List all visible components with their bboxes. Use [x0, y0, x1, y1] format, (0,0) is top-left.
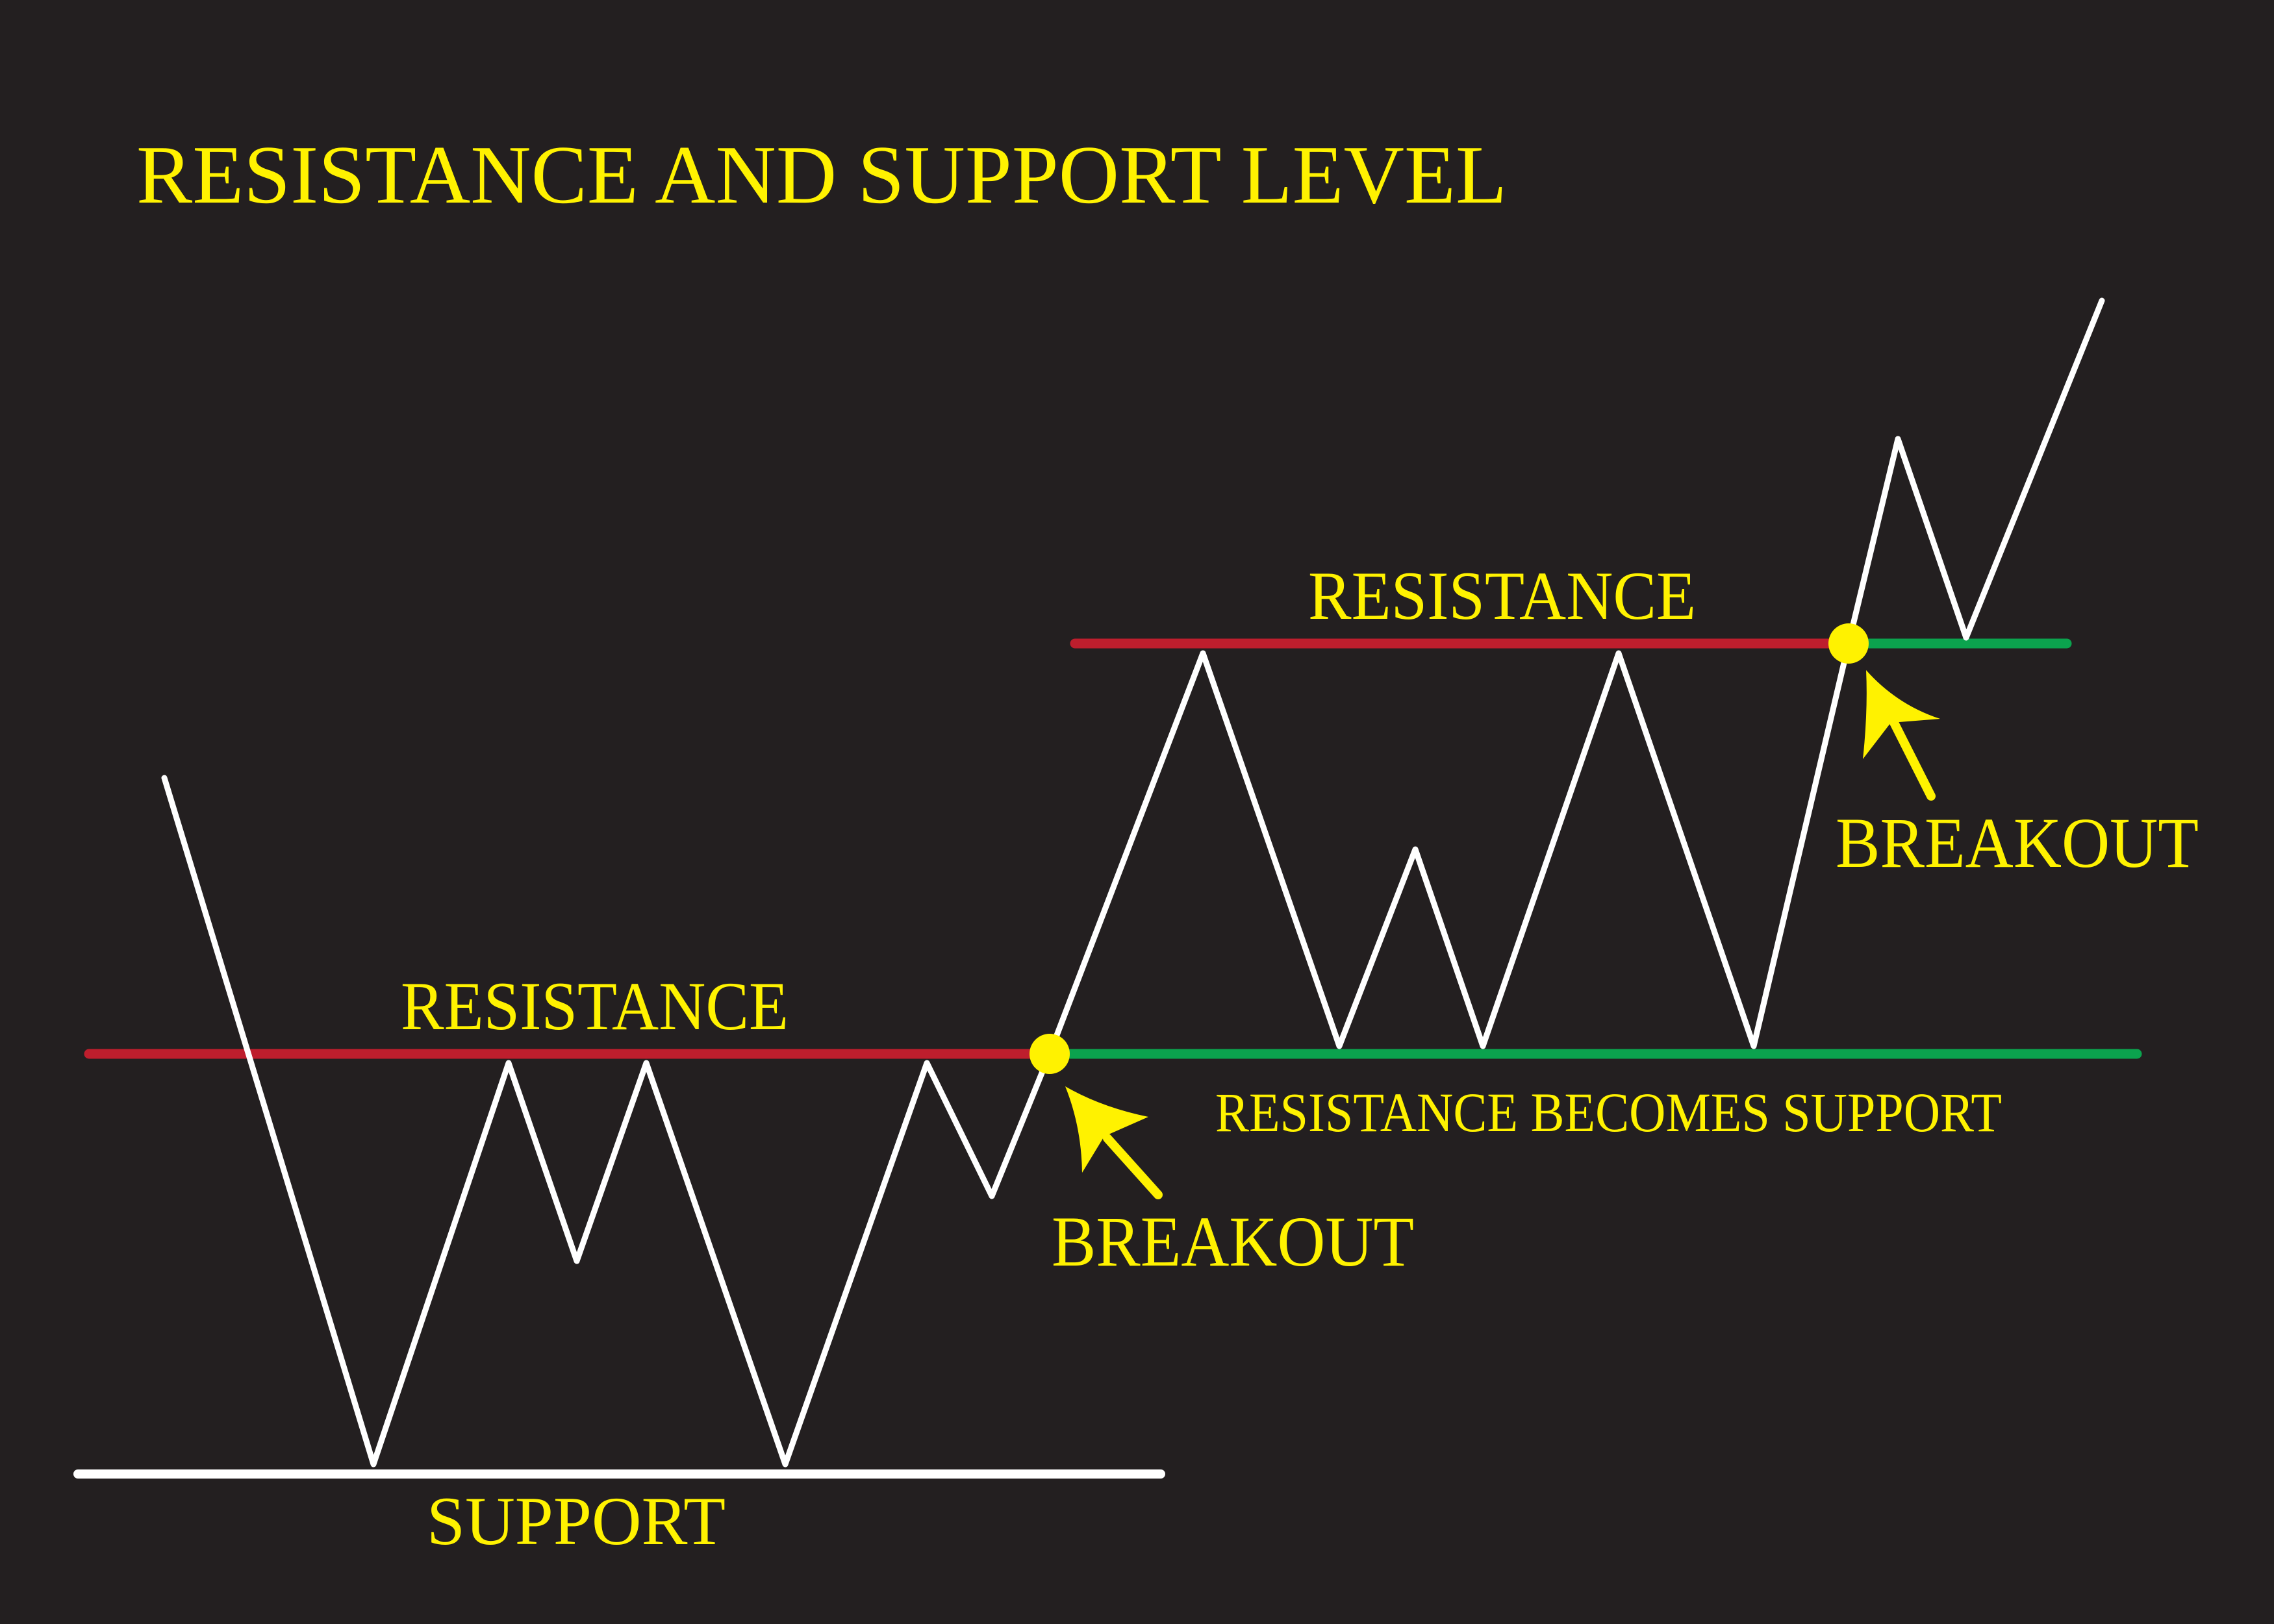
breakout-marker-upper — [1828, 623, 1869, 664]
resistance-becomes-support-label: RESISTANCE BECOMES SUPPORT — [1215, 1081, 2002, 1143]
chart-title: RESISTANCE AND SUPPORT LEVEL — [136, 129, 1507, 221]
resistance-label-upper: RESISTANCE — [1308, 558, 1696, 634]
breakout-marker-lower — [1030, 1034, 1070, 1074]
support-label: SUPPORT — [427, 1483, 726, 1559]
resistance-label-lower: RESISTANCE — [401, 968, 789, 1044]
breakout-label-lower: BREAKOUT — [1052, 1202, 1414, 1281]
breakout-label-upper: BREAKOUT — [1836, 803, 2199, 882]
breakout-arrow-icon-upper — [1863, 670, 1940, 801]
breakout-arrow-icon-lower — [1065, 1086, 1163, 1199]
